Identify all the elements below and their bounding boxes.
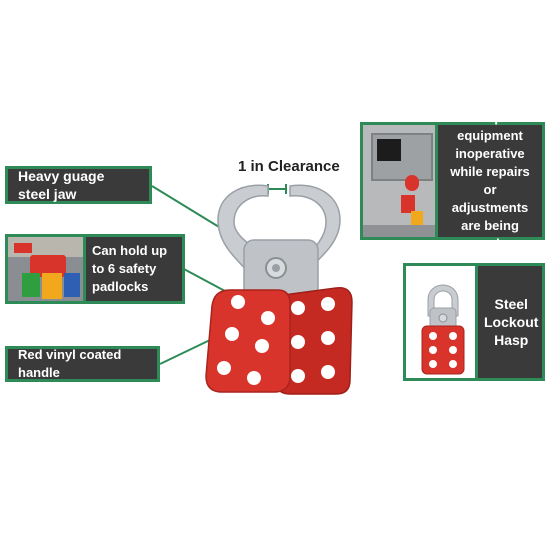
equipment-photo bbox=[363, 125, 438, 237]
hasp-photo bbox=[406, 266, 478, 378]
callout-equipment: Keeps equipment inoperative while repair… bbox=[360, 110, 545, 251]
callout-steel-jaw-text: Heavy guage steel jaw bbox=[18, 168, 105, 202]
callout-steel-jaw: Heavy guage steel jaw bbox=[5, 166, 152, 204]
callout-padlocks: Can hold up to 6 safety padlocks bbox=[5, 234, 185, 304]
callout-hasp-text: Steel Lockout Hasp bbox=[484, 296, 539, 348]
callout-hasp: Steel Lockout Hasp bbox=[403, 263, 545, 381]
padlocks-photo bbox=[8, 237, 86, 301]
handle-leader-line bbox=[159, 339, 211, 365]
callout-padlocks-text: Can hold up to 6 safety padlocks bbox=[92, 243, 168, 294]
callout-equipment-text: Keeps equipment inoperative while repair… bbox=[450, 110, 530, 251]
callout-handle-text: Red vinyl coated handle bbox=[18, 347, 122, 380]
callout-handle: Red vinyl coated handle bbox=[5, 346, 160, 382]
clearance-label: 1 in Clearance bbox=[238, 158, 340, 175]
